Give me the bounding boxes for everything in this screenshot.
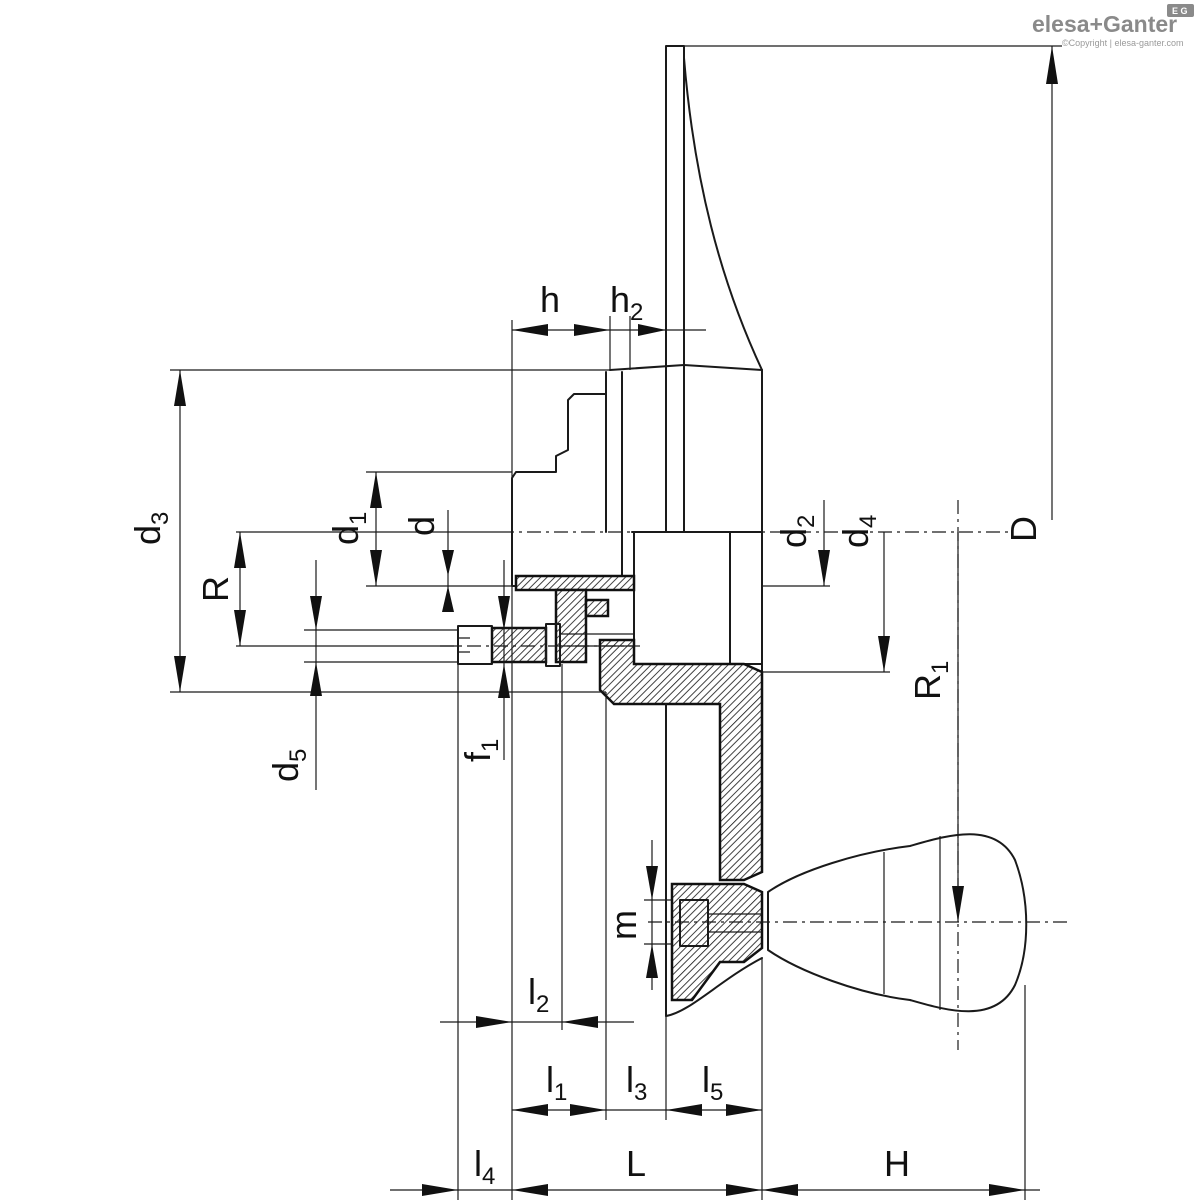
label-d2: d2 <box>773 515 820 548</box>
extension-lines <box>170 45 1062 1200</box>
label-H: H <box>884 1143 910 1184</box>
label-R1: R1 <box>907 661 954 700</box>
label-d4: d4 <box>835 515 882 548</box>
label-f1: f1 <box>457 739 504 762</box>
label-d1: d1 <box>325 512 372 545</box>
label-l5: l5 <box>702 1059 723 1106</box>
dimension-lines <box>174 46 1058 1196</box>
label-L: L <box>626 1143 646 1184</box>
logo-copyright-text: ©Copyright | elesa-ganter.com <box>1062 38 1184 48</box>
label-l4: l4 <box>474 1143 495 1190</box>
label-d: d <box>401 516 442 536</box>
label-R: R <box>195 576 236 602</box>
handwheel-outline <box>511 45 764 1017</box>
revolving-handle <box>670 833 1028 1013</box>
label-D: D <box>1003 516 1044 542</box>
label-l2: l2 <box>528 971 549 1018</box>
label-d3: d3 <box>127 512 174 545</box>
label-l3: l3 <box>626 1059 647 1106</box>
logo-brand-text: elesa+Ganter <box>1032 11 1177 37</box>
label-d5: d5 <box>265 749 312 782</box>
dimension-labels: h h2 d3 d1 d R d2 d4 D R1 d5 f1 m l2 l1 … <box>127 279 1044 1190</box>
label-l1: l1 <box>546 1059 567 1106</box>
label-h2: h2 <box>610 279 643 326</box>
logo-badge-text: E G <box>1172 6 1188 16</box>
elesa-ganter-logo: elesa+Ganter E G ©Copyright | elesa-gant… <box>1032 4 1194 48</box>
label-m: m <box>603 910 644 940</box>
label-h: h <box>540 279 560 320</box>
